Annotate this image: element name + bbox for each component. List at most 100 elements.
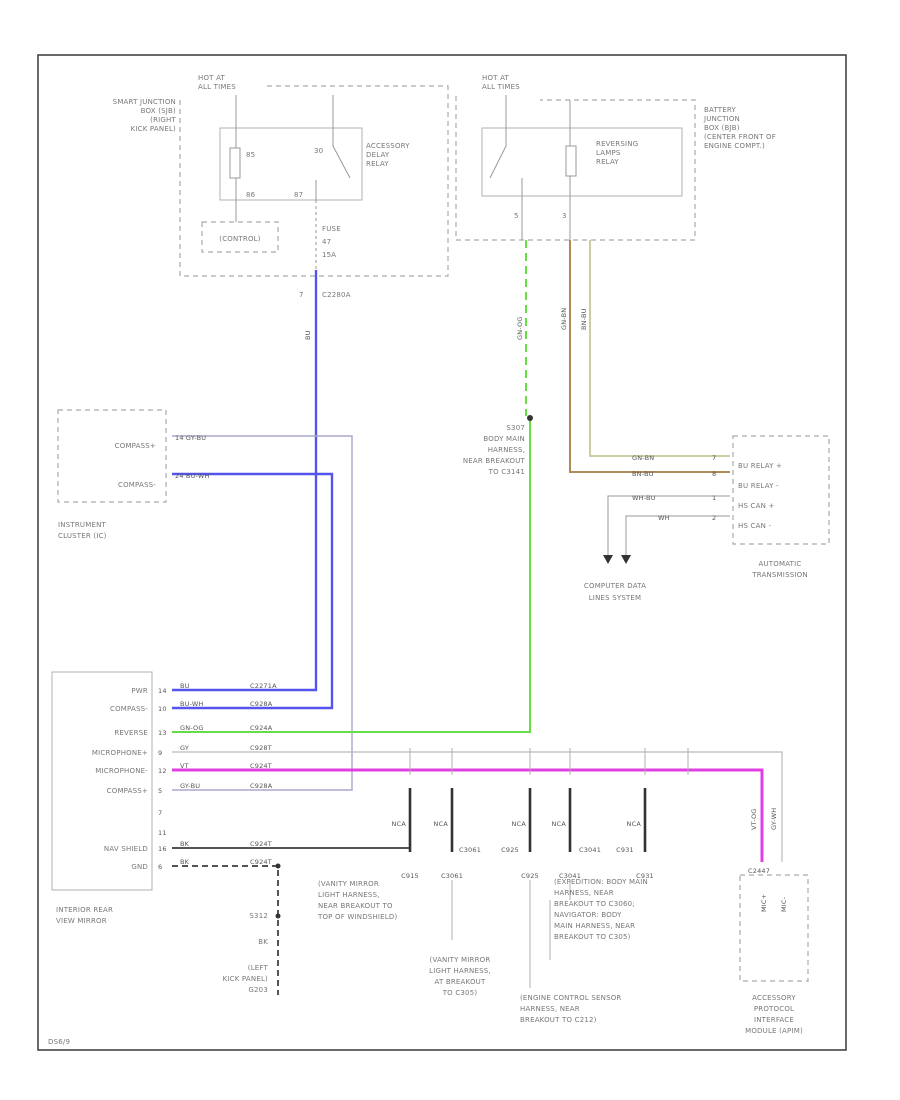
note-c3061-3: AT BREAKOUT — [435, 978, 486, 986]
note-c3061-2: LIGHT HARNESS, — [429, 967, 491, 975]
apim-name-4: MODULE (APIM) — [745, 1027, 803, 1035]
connector-tag: C925 — [501, 846, 519, 854]
mirror-wire-color: BU-WH — [180, 700, 204, 708]
trans-pin-0: BU RELAY + — [738, 462, 782, 470]
note-c915-1: (VANITY MIRROR — [318, 880, 379, 888]
mirror-pin-number: 5 — [158, 787, 162, 795]
sjb-name-3: (RIGHT — [150, 116, 176, 124]
sjb-name-1: SMART JUNCTION — [113, 98, 176, 106]
nca-label: NCA — [627, 820, 642, 828]
fuse-label-2: 47 — [322, 238, 331, 246]
mirror-connector: C924T — [250, 762, 272, 770]
apim-pin-mic-plus: MIC+ — [760, 894, 768, 912]
note-c3041-5: MAIN HARNESS, NEAR — [554, 922, 635, 930]
battery-junction-box: HOT AT ALL TIMES BATTERY JUNCTION BOX (B… — [455, 74, 776, 241]
note-c3041-4: NAVIGATOR: BODY — [554, 911, 622, 919]
instrument-cluster: COMPASS+ COMPASS- 14 GY-BU 24 BU-WH INST… — [57, 409, 209, 540]
nca-label: NCA — [552, 820, 567, 828]
reversing-relay-name-1: REVERSING — [596, 140, 638, 148]
reversing-relay-name-2: LAMPS — [596, 149, 621, 157]
wire-gy-label: GY-WH — [770, 808, 778, 830]
ground-location-1: (LEFT — [248, 964, 269, 972]
splice-desc-2: HARNESS, — [488, 446, 525, 454]
trans-pin-1: BU RELAY - — [738, 482, 779, 490]
nca-label: NCA — [512, 820, 527, 828]
note-c925-1: (ENGINE CONTROL SENSOR — [520, 994, 622, 1002]
bjb-name-2: JUNCTION — [703, 115, 740, 123]
mirror-pin-label: PWR — [131, 687, 148, 695]
control-label: (CONTROL) — [219, 235, 261, 243]
apim-pin-mic-minus: MIC- — [780, 896, 788, 912]
wire-wh-bu-can — [607, 495, 730, 556]
bjb-coil — [565, 145, 577, 177]
splice-desc-1: BODY MAIN — [483, 435, 525, 443]
mirror-pin-number: 6 — [158, 863, 162, 871]
relay-name-1: ACCESSORY — [366, 142, 410, 150]
mirror-pin-label: MICROPHONE+ — [92, 749, 148, 757]
computer-data-1: COMPUTER DATA — [584, 582, 646, 590]
relay-pin-85: 85 — [246, 151, 255, 159]
mirror-pin-label: COMPASS+ — [107, 787, 148, 795]
mirror-connector: C924T — [250, 858, 272, 866]
ground-g203: S312 BK (LEFT KICK PANEL) G203 — [223, 912, 281, 994]
splice-desc-4: TO C3141 — [488, 468, 525, 476]
wire-bu-label: BU — [304, 330, 312, 340]
nca-connector-drops: NCAC915NCAC3061NCAC925NCAC3041NCAC931C30… — [392, 788, 654, 880]
fuse-label-3: 15A — [322, 251, 336, 259]
trans-pin-3: HS CAN - — [738, 522, 771, 530]
relay-coil — [229, 147, 241, 179]
note-c915-2: LIGHT HARNESS, — [318, 891, 380, 899]
relay-name-3: RELAY — [366, 160, 389, 168]
automatic-transmission: BU RELAY + BU RELAY - HS CAN + HS CAN - … — [632, 435, 830, 579]
sjb-connector: C2280A — [322, 291, 351, 299]
mirror-pin-number: 10 — [158, 705, 167, 713]
bjb-dashed-outline — [455, 96, 696, 241]
relay-supply-lines — [235, 95, 334, 128]
bjb-switch — [489, 128, 507, 179]
wire-bn-bu — [589, 240, 730, 457]
connector-tag: C3041 — [579, 846, 601, 854]
ic-name-2: CLUSTER (IC) — [58, 532, 107, 540]
connector-tag: C931 — [616, 846, 634, 854]
sjb-name-4: KICK PANEL) — [131, 125, 176, 133]
mirror-connector: C928T — [250, 744, 272, 752]
apim-name-2: PROTOCOL — [754, 1005, 794, 1013]
mirror-connector: C924A — [250, 724, 273, 732]
ground-location-2: KICK PANEL) — [223, 975, 268, 983]
relay-name-2: DELAY — [366, 151, 390, 159]
note-c3041-6: BREAKOUT TO C305) — [554, 933, 631, 941]
apim-module: C2447 MIC+ MIC- ACCESSORY PROTOCOL INTER… — [739, 867, 809, 1035]
bottom-connector-id: C3061 — [441, 872, 463, 880]
trans-wire-2: WH-BU — [632, 494, 656, 502]
mirror-name-1: INTERIOR REAR — [56, 906, 113, 914]
bjb-hot-label-1: HOT AT — [482, 74, 510, 82]
bjb-pin-a: 5 — [514, 212, 519, 220]
bottom-connector-id: C925 — [521, 872, 539, 880]
reversing-relay-name-3: RELAY — [596, 158, 619, 166]
relay-pin-86: 86 — [246, 191, 256, 199]
mirror-wire-color: VT — [180, 762, 189, 770]
ic-name-1: INSTRUMENT — [58, 521, 107, 529]
splice-s307: S307 BODY MAIN HARNESS, NEAR BREAKOUT TO… — [463, 424, 525, 476]
trans-pin-2: HS CAN + — [738, 502, 775, 510]
can-arrows — [603, 555, 631, 564]
splice-name: S307 — [506, 424, 525, 432]
wire-gn-og-label: GN-OG — [516, 316, 524, 340]
wire-gn-og-reverse — [172, 418, 531, 733]
wire-gy-mic — [172, 751, 783, 862]
wire-gy-bu-compass — [172, 435, 353, 791]
apim-connector: C2447 — [748, 867, 770, 875]
mirror-pin-number: 14 — [158, 687, 167, 695]
note-c925-3: BREAKOUT TO C212) — [520, 1016, 597, 1024]
note-c3041-2: HARNESS, NEAR — [554, 889, 614, 897]
trans-wire-3: WH — [658, 514, 670, 522]
trans-pinnum-1: 8 — [712, 470, 716, 478]
note-c3041-1: (EXPEDITION: BODY MAIN — [554, 878, 648, 886]
bottom-connector-id: C931 — [636, 872, 654, 880]
control-box — [201, 221, 279, 253]
wire-gn-bn — [569, 240, 730, 473]
fuse-label-1: FUSE — [322, 225, 341, 233]
reversing-relay-box — [481, 127, 683, 197]
note-c3061-1: (VANITY MIRROR — [430, 956, 491, 964]
